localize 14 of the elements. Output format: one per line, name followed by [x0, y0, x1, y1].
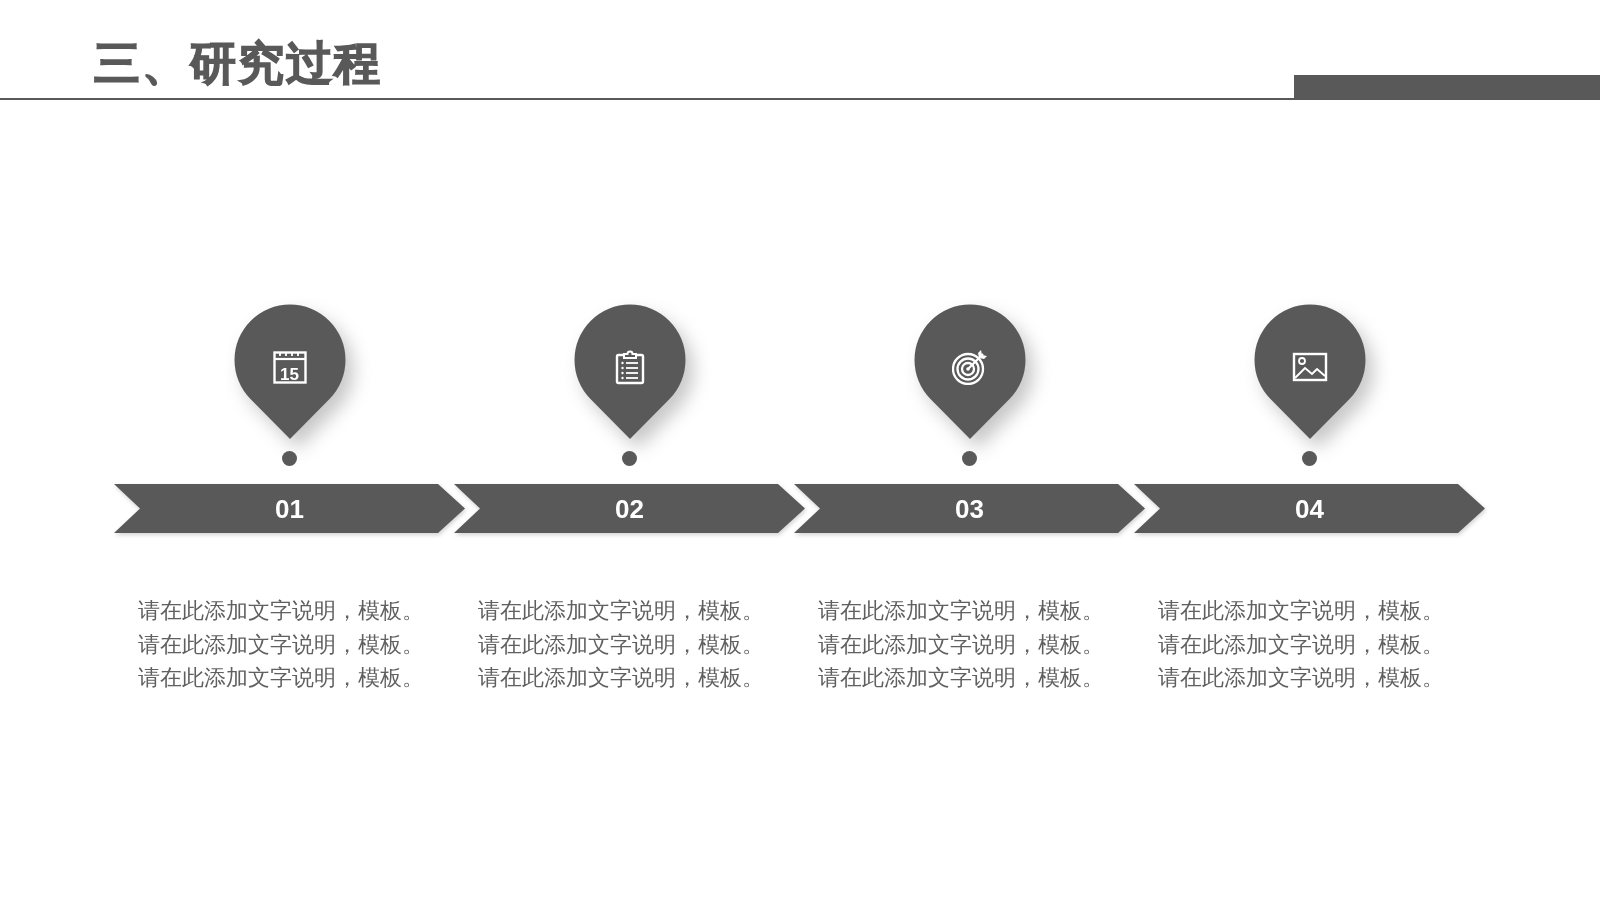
slide-title: 三、研究过程 — [94, 35, 382, 91]
step-number: 01 — [275, 493, 304, 524]
description-text: 请在此添加文字说明，模板。请在此添加文字说明，模板。请在此添加文字说明，模板。 — [1158, 597, 1445, 692]
calendar-date-text: 15 — [280, 365, 299, 383]
step-banner — [1134, 484, 1485, 533]
step-number: 02 — [615, 493, 644, 524]
step-banner — [454, 484, 805, 533]
step-banner — [794, 484, 1145, 533]
description-text: 请在此添加文字说明，模板。请在此添加文字说明，模板。请在此添加文字说明，模板。 — [138, 597, 425, 692]
step-number: 03 — [955, 493, 984, 524]
description-text: 请在此添加文字说明，模板。请在此添加文字说明，模板。请在此添加文字说明，模板。 — [818, 597, 1105, 692]
description-text: 请在此添加文字说明，模板。请在此添加文字说明，模板。请在此添加文字说明，模板。 — [478, 597, 765, 692]
step-banner — [114, 484, 465, 533]
step-number: 04 — [1295, 493, 1324, 524]
